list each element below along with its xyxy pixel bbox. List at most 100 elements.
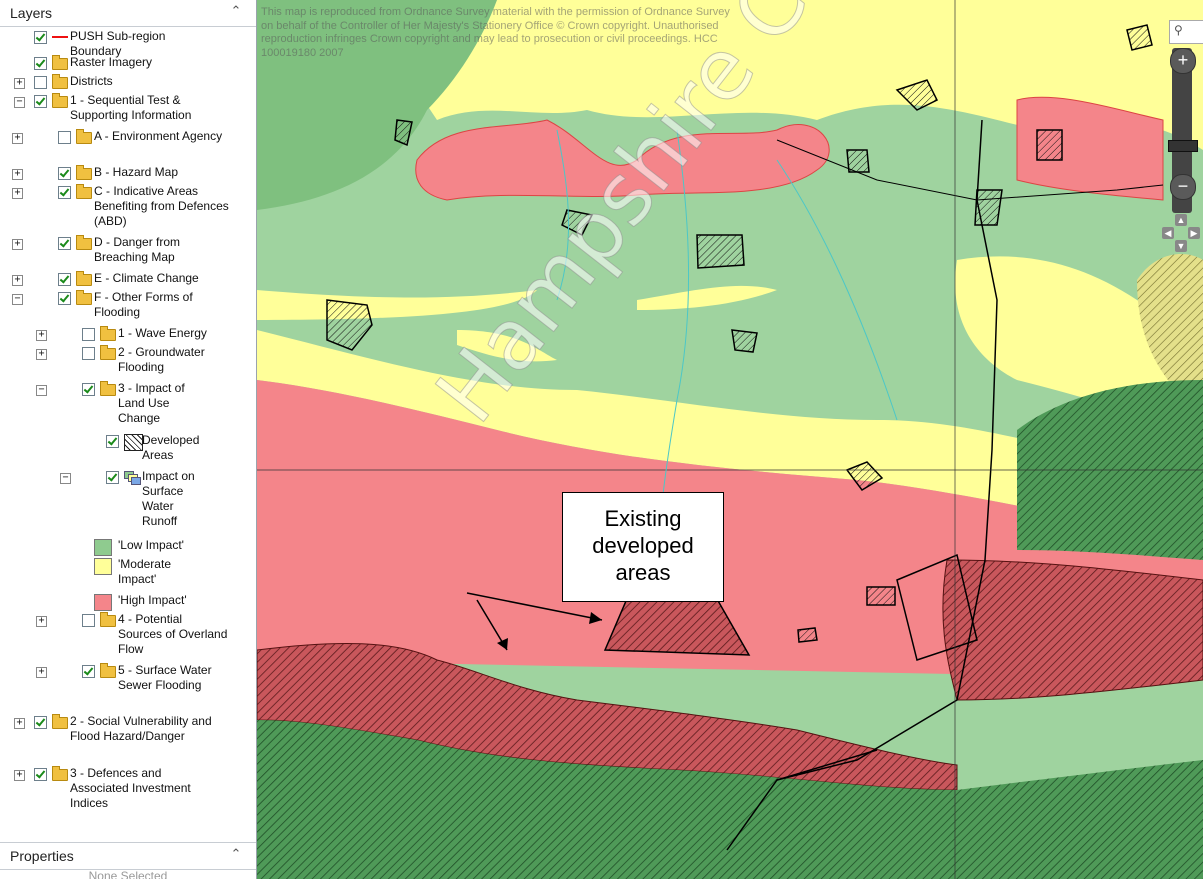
pan-control[interactable]: ▲ ◀ ▶ ▼ [1162, 214, 1200, 252]
developed-area-block-2 [326, 299, 373, 351]
layer-label: 'Low Impact' [118, 538, 184, 552]
layer-label: B - Hazard Map [94, 165, 179, 179]
expand-icon[interactable]: + [12, 133, 23, 144]
layer-item[interactable]: +2 - Groundwater Flooding [0, 345, 256, 377]
pan-right-icon[interactable]: ▶ [1188, 227, 1200, 239]
zoom-in-button[interactable]: + [1170, 48, 1196, 74]
layer-item[interactable]: −Impact on Surface Water Runoff [0, 469, 256, 531]
zoom-control[interactable]: + − [1166, 40, 1198, 240]
layer-checkbox[interactable] [82, 347, 95, 360]
callout-line: areas [615, 560, 671, 585]
layer-checkbox[interactable] [58, 186, 71, 199]
layer-item[interactable]: +3 - Defences and Associated Investment … [0, 766, 256, 813]
zoom-slider-thumb[interactable] [1168, 140, 1198, 152]
layer-item[interactable]: Raster Imagery [0, 55, 256, 72]
layer-checkbox[interactable] [106, 471, 119, 484]
layer-item[interactable]: +5 - Surface Water Sewer Flooding [0, 663, 256, 710]
properties-title: Properties [10, 848, 74, 864]
legend-swatch [94, 558, 112, 575]
line-diagonal-south [726, 749, 878, 851]
layer-checkbox[interactable] [34, 716, 47, 729]
layer-checkbox[interactable] [34, 768, 47, 781]
stream-line-2 [556, 129, 570, 301]
layer-item[interactable]: −3 - Impact of Land Use Change [0, 381, 256, 428]
layer-item[interactable]: +D - Danger from Breaching Map [0, 235, 256, 267]
expand-icon[interactable]: + [36, 667, 47, 678]
layer-item[interactable]: + Districts [0, 74, 256, 91]
collapse-icon[interactable]: − [36, 385, 47, 396]
map-canvas[interactable] [257, 0, 1203, 879]
layer-label: Districts [70, 74, 113, 88]
expand-icon[interactable]: + [36, 616, 47, 627]
folder-icon [76, 271, 92, 286]
layer-label: C - Indicative Areas Benefiting from Def… [94, 184, 229, 228]
expand-icon[interactable]: + [12, 275, 23, 286]
layer-checkbox[interactable] [58, 292, 71, 305]
expand-icon[interactable]: + [12, 239, 23, 250]
folder-icon [100, 381, 116, 396]
folder-icon [100, 326, 116, 341]
search-box[interactable]: ⚲ [1169, 20, 1203, 44]
expand-icon[interactable]: + [36, 349, 47, 360]
layer-item[interactable]: +E - Climate Change [0, 271, 256, 288]
layers-header[interactable]: Layers ⌃ [0, 0, 256, 27]
folder-icon [76, 165, 92, 180]
layer-item[interactable]: +A - Environment Agency [0, 129, 256, 161]
road-boundary-north [776, 139, 1164, 201]
expand-icon[interactable]: + [12, 169, 23, 180]
layer-checkbox[interactable] [34, 31, 47, 44]
pan-down-icon[interactable]: ▼ [1175, 240, 1187, 252]
layer-checkbox[interactable] [34, 95, 47, 108]
layer-item[interactable]: −F - Other Forms of Flooding [0, 290, 256, 322]
collapse-icon[interactable]: − [12, 294, 23, 305]
properties-header[interactable]: Properties ⌃ [0, 842, 256, 870]
layer-item[interactable]: −1 - Sequential Test & Supporting Inform… [0, 93, 256, 125]
expand-icon[interactable]: + [36, 330, 47, 341]
layer-checkbox[interactable] [82, 328, 95, 341]
callout-line: developed [592, 533, 694, 558]
collapse-icon[interactable]: − [60, 473, 71, 484]
layer-checkbox[interactable] [34, 76, 47, 89]
double-chevron-up-icon[interactable]: ⌃ [230, 3, 242, 18]
folder-icon [100, 663, 116, 678]
callout-line: Existing [604, 506, 682, 531]
layer-checkbox[interactable] [58, 167, 71, 180]
layer-item[interactable]: Developed Areas [0, 433, 256, 465]
layer-checkbox[interactable] [106, 435, 119, 448]
map-view[interactable]: This map is reproduced from Ordnance Sur… [257, 0, 1203, 879]
developed-area-block-1 [696, 234, 745, 269]
folder-icon [52, 74, 68, 89]
expand-icon[interactable]: + [14, 718, 25, 729]
layer-checkbox[interactable] [82, 614, 95, 627]
layer-checkbox[interactable] [58, 273, 71, 286]
layer-item[interactable]: +4 - Potential Sources of Overland Flow [0, 612, 256, 659]
zoom-slider-track[interactable] [1172, 48, 1192, 213]
double-chevron-up-icon[interactable]: ⌃ [230, 846, 242, 861]
expand-icon[interactable]: + [14, 770, 25, 781]
layer-item[interactable]: 'High Impact' [0, 593, 256, 611]
yellow-stripe-2 [457, 330, 557, 362]
collapse-icon[interactable]: − [14, 97, 25, 108]
layer-item[interactable]: PUSH Sub-region Boundary [0, 29, 256, 61]
layer-checkbox[interactable] [58, 131, 71, 144]
developed-area-block-13 [866, 586, 896, 606]
layer-item[interactable]: +2 - Social Vulnerability and Flood Haza… [0, 714, 256, 761]
layer-item[interactable]: 'Low Impact' [0, 538, 256, 556]
magnifier-icon[interactable]: ⚲ [1174, 23, 1183, 37]
layer-item[interactable]: 'Moderate Impact' [0, 557, 256, 589]
zoom-out-button[interactable]: − [1170, 174, 1196, 200]
layer-checkbox[interactable] [82, 383, 95, 396]
layer-label: PUSH Sub-region Boundary [70, 29, 166, 58]
pan-up-icon[interactable]: ▲ [1175, 214, 1187, 226]
layer-item[interactable]: + C - Indicative Areas Benefiting from De… [0, 184, 256, 231]
layer-label: 3 - Defences and Associated Investment I… [70, 766, 191, 810]
layer-checkbox[interactable] [82, 665, 95, 678]
properties-status: None Selected [88, 869, 168, 879]
layer-item[interactable]: + B - Hazard Map [0, 165, 256, 182]
layer-checkbox[interactable] [34, 57, 47, 70]
layer-item[interactable]: +1 - Wave Energy [0, 326, 256, 343]
expand-icon[interactable]: + [12, 188, 23, 199]
expand-icon[interactable]: + [14, 78, 25, 89]
layer-checkbox[interactable] [58, 237, 71, 250]
pan-left-icon[interactable]: ◀ [1162, 227, 1174, 239]
